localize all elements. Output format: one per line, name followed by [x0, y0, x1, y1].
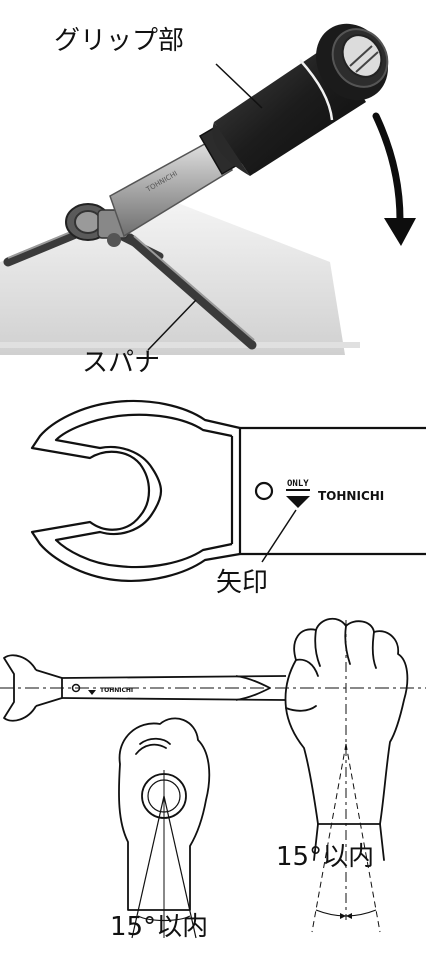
angle-label-left: 15°以内 — [110, 912, 209, 942]
spanner-leader-line — [147, 299, 197, 351]
rotation-arrowhead — [384, 218, 416, 246]
left-hand-outline — [118, 717, 211, 911]
wrench-head — [65, 203, 129, 247]
wrench-photo: TOHNICHI — [0, 23, 416, 355]
brand-text: TOHNICHI — [318, 489, 384, 503]
only-text: ONLY — [287, 479, 309, 489]
right-hand-outline — [284, 617, 409, 861]
grip-label: グリップ部 — [54, 26, 185, 56]
body-hole — [254, 481, 274, 501]
arrow-leader-line — [261, 509, 297, 563]
spanner-label: スパナ — [82, 348, 161, 378]
rotation-arrow — [372, 112, 404, 224]
spanner-head-drawing: ONLY TOHNICHI — [30, 399, 426, 582]
small-brand-text: TOHNICHI — [100, 687, 133, 694]
grip-handle — [212, 23, 389, 176]
only-arrow-mark — [286, 496, 310, 508]
grip-leader-line — [215, 63, 263, 109]
arrow-mark-label: 矢印 — [216, 568, 269, 598]
wrench-body — [109, 139, 234, 238]
hand-grip-angle-drawing: TOHNICHI — [0, 617, 426, 939]
angle-label-right: 15°以内 — [276, 842, 375, 872]
